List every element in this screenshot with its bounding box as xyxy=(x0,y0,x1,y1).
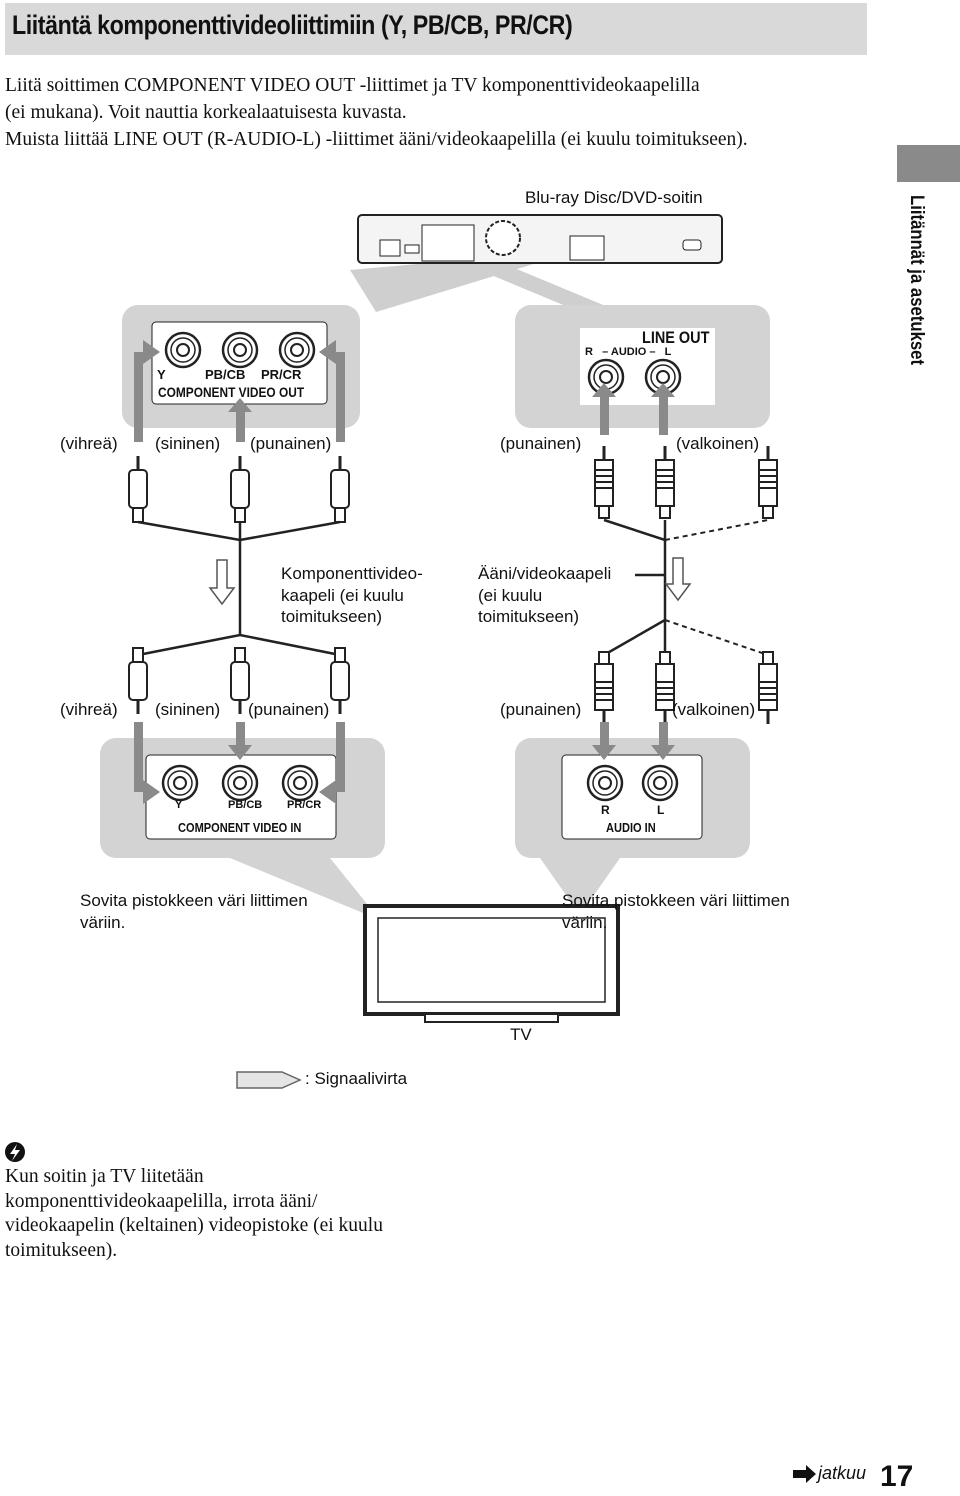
text-line: kaapeli (ei kuulu xyxy=(281,585,404,605)
text-line: toimitukseen) xyxy=(478,607,580,626)
page-number: 17 xyxy=(880,1460,914,1493)
page-title: Liitäntä komponenttivideoliittimiin (Y, … xyxy=(12,10,573,40)
jack-label: Y xyxy=(175,799,183,811)
text-line: väriin. xyxy=(562,912,608,932)
intro-line: Muista liittää LINE OUT (R-AUDIO-L) -lii… xyxy=(5,129,748,150)
tv-illustration xyxy=(363,904,620,1023)
component-out-label: COMPONENT VIDEO OUT xyxy=(158,384,305,400)
audio-in-label: AUDIO IN xyxy=(606,820,656,835)
section-tab xyxy=(897,145,960,182)
tip-line: Kun soitin ja TV liitetään xyxy=(5,1166,204,1187)
section-tab-label: Liitännät ja asetukset xyxy=(906,195,927,366)
color-label: (valkoinen) xyxy=(676,434,760,453)
text-line: väriin. xyxy=(80,912,126,932)
intro-line: (ei mukana). Voit nauttia korkealaatuise… xyxy=(5,102,407,123)
component-in-label: COMPONENT VIDEO IN xyxy=(178,820,302,835)
intro-text: Liitä soittimen COMPONENT VIDEO OUT -lii… xyxy=(5,72,748,153)
jack-label: R xyxy=(601,803,610,817)
line-out-label: LINE OUT xyxy=(642,328,710,347)
component-cable-label: Komponenttivideo- kaapeli (ei kuulu toim… xyxy=(281,563,423,628)
title-bar xyxy=(5,3,867,55)
text-line: Komponenttivideo- xyxy=(281,564,423,583)
jack-label: PR/CR xyxy=(287,799,322,811)
jack-label: PB/CB xyxy=(205,367,246,382)
av-cable-label: Ääni/videokaapeli (ei kuulu toimitukseen… xyxy=(478,563,611,628)
jack-label: Y xyxy=(157,367,166,382)
text-line: toimitukseen) xyxy=(281,607,383,626)
color-label: (valkoinen) xyxy=(672,700,756,719)
signal-flow-icon xyxy=(208,557,692,606)
text-line: Sovita pistokkeen väri liittimen xyxy=(562,891,790,910)
line-out-sub-label: R – AUDIO – L xyxy=(585,346,672,358)
color-label: (punainen) xyxy=(500,700,582,719)
tip-line: toimitukseen). xyxy=(5,1239,118,1261)
jack-label: PB/CB xyxy=(228,799,263,811)
color-label: (punainen) xyxy=(500,434,582,453)
tip-line: komponenttivideokaapelilla, irrota ääni/ xyxy=(5,1190,318,1212)
jack-label: PR/CR xyxy=(261,367,302,382)
color-label: (punainen) xyxy=(248,700,330,719)
color-label: (sininen) xyxy=(155,700,221,719)
match-color-note: Sovita pistokkeen väri liittimen väriin. xyxy=(80,890,308,933)
match-color-note: Sovita pistokkeen väri liittimen väriin. xyxy=(562,890,790,933)
jack-label: L xyxy=(657,803,665,817)
color-label: (sininen) xyxy=(155,434,221,453)
tip-line: videokaapelin (keltainen) videopistoke (… xyxy=(5,1215,383,1236)
color-label: (punainen) xyxy=(250,434,332,453)
text-line: (ei kuulu xyxy=(478,585,543,605)
player-label: Blu-ray Disc/DVD-soitin xyxy=(525,188,703,207)
text-line: Ääni/videokaapeli xyxy=(478,564,612,583)
color-label: (vihreä) xyxy=(60,434,118,453)
player-rear-panel xyxy=(350,214,723,312)
legend-label: : Signaalivirta xyxy=(305,1069,408,1088)
text-line: Sovita pistokkeen väri liittimen xyxy=(80,891,308,910)
color-label: (vihreä) xyxy=(60,700,118,719)
tv-label: TV xyxy=(510,1025,532,1044)
tip-text: Kun soitin ja TV liitetään komponenttivi… xyxy=(5,1165,383,1263)
signal-flow-legend-icon xyxy=(236,1071,302,1089)
continue-arrow-icon xyxy=(793,1465,816,1483)
continue-label: jatkuu xyxy=(818,1463,867,1483)
intro-line: Liitä soittimen COMPONENT VIDEO OUT -lii… xyxy=(5,75,700,96)
